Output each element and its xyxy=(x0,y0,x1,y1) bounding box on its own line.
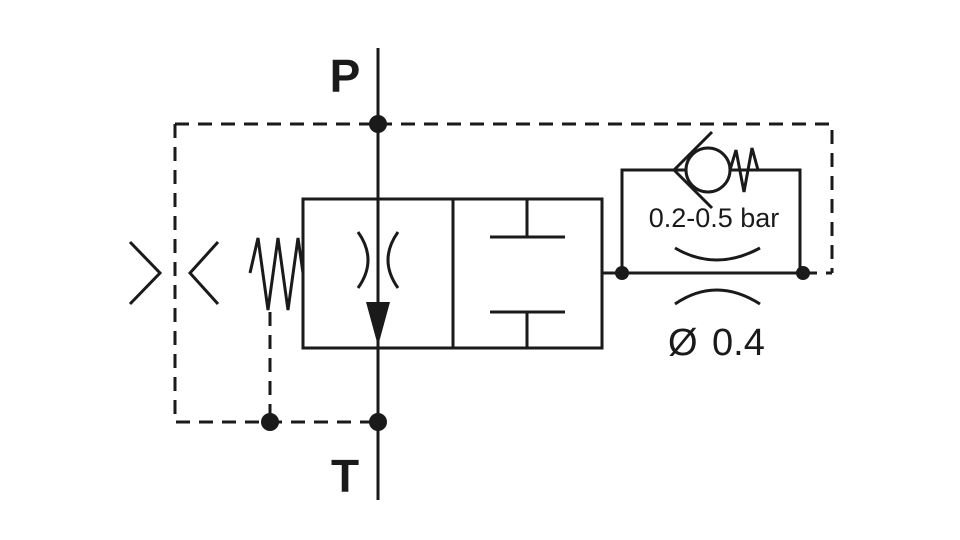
check-arc-icon xyxy=(674,246,761,262)
throttle-right-arc-icon xyxy=(386,231,400,289)
junction-dot-p xyxy=(369,115,387,133)
throttle-left-arc-icon xyxy=(356,231,370,289)
check-spring-icon xyxy=(728,147,760,193)
orifice-diameter-symbol: Ø xyxy=(668,322,698,364)
spring-icon xyxy=(248,237,305,311)
orifice-diameter-value: 0.4 xyxy=(712,322,765,364)
port-t-label: T xyxy=(331,450,359,502)
check-seat-upper-icon xyxy=(672,130,714,172)
pilot-chevron-right xyxy=(187,240,220,306)
port-p-label: P xyxy=(330,50,361,102)
cracking-pressure-label: 0.2-0.5 bar xyxy=(649,203,780,233)
orifice-arc-icon xyxy=(674,288,761,306)
pilot-line-left-bottom xyxy=(173,124,378,424)
junction-dot-t xyxy=(369,413,387,431)
junction-dot-drain xyxy=(261,413,279,431)
check-ball-icon xyxy=(684,146,732,194)
pilot-chevron-left xyxy=(128,240,163,306)
flow-arrow-icon xyxy=(366,302,390,346)
pilot-line-top-right xyxy=(378,122,834,273)
check-seat-lower-icon xyxy=(672,168,714,210)
